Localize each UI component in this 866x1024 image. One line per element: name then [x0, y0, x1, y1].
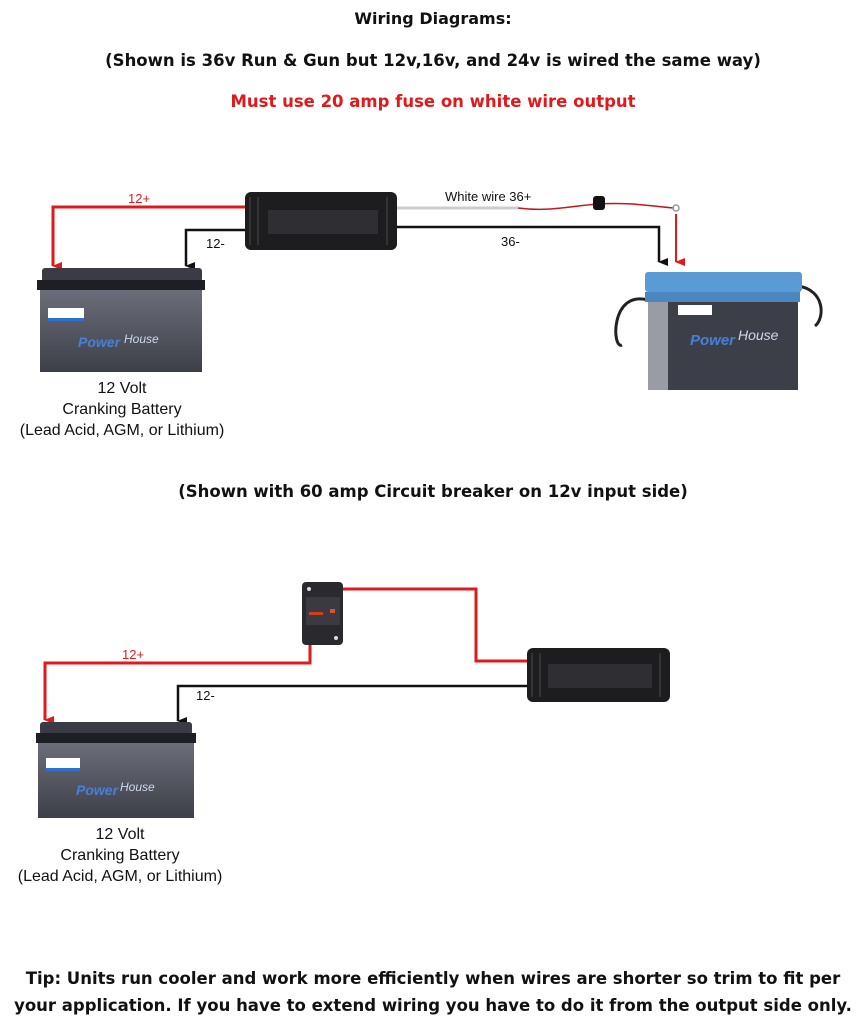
page-title: Wiring Diagrams: [354, 9, 512, 28]
wire-36-negative [397, 225, 668, 266]
label-12-positive: 12+ [128, 191, 151, 206]
caption-line: Cranking Battery [60, 847, 180, 864]
wire-12-positive-2 [43, 645, 312, 724]
battery-caption-2: 12 Volt Cranking Battery (Lead Acid, AGM… [0, 824, 250, 887]
label-12-negative: 12- [206, 236, 225, 251]
label-12-negative-2: 12- [196, 688, 215, 703]
caption-line: 12 Volt [95, 826, 145, 843]
charger-unit-2 [527, 648, 670, 702]
breaker-heading: (Shown with 60 amp Circuit breaker on 12… [178, 482, 688, 501]
charger-unit-1 [245, 192, 397, 250]
battery-12v-1: Power House [37, 268, 205, 372]
caption-line: 12 Volt [97, 380, 147, 397]
tip-line: your application. If you have to extend … [14, 996, 852, 1015]
battery-36v: Power House [614, 272, 823, 390]
caption-line: (Lead Acid, AGM, or Lithium) [19, 422, 225, 439]
caption-line: (Lead Acid, AGM, or Lithium) [17, 868, 223, 885]
label-36-negative: 36- [501, 234, 520, 249]
wire-breaker-to-charger [343, 587, 528, 663]
label-white-wire: White wire 36+ [445, 189, 532, 204]
svg-text:Power: Power [690, 332, 736, 349]
battery-caption-1: 12 Volt Cranking Battery (Lead Acid, AGM… [0, 378, 252, 441]
ring-terminal-icon [672, 204, 680, 212]
label-12-positive-2: 12+ [122, 647, 145, 662]
svg-text:House: House [120, 780, 155, 794]
fuse-warning: Must use 20 amp fuse on white wire outpu… [230, 92, 636, 111]
caption-line: Cranking Battery [62, 401, 182, 418]
battery-12v-2: Power House [36, 722, 196, 818]
wire-12-positive [51, 205, 246, 270]
circuit-breaker-60a [302, 582, 343, 645]
subtitle: (Shown is 36v Run & Gun but 12v,16v, and… [105, 51, 761, 70]
tip-line: Tip: Units run cooler and work more effi… [25, 969, 841, 988]
svg-text:House: House [738, 327, 779, 343]
svg-text:Power: Power [76, 782, 120, 798]
wire-12-negative-2 [176, 684, 528, 725]
wire-12-negative [184, 228, 246, 270]
fuse-holder-icon [593, 196, 605, 210]
tip-text: Tip: Units run cooler and work more effi… [0, 965, 866, 1019]
battery-brand-logo: Power [78, 334, 122, 350]
svg-text:House: House [124, 332, 159, 346]
